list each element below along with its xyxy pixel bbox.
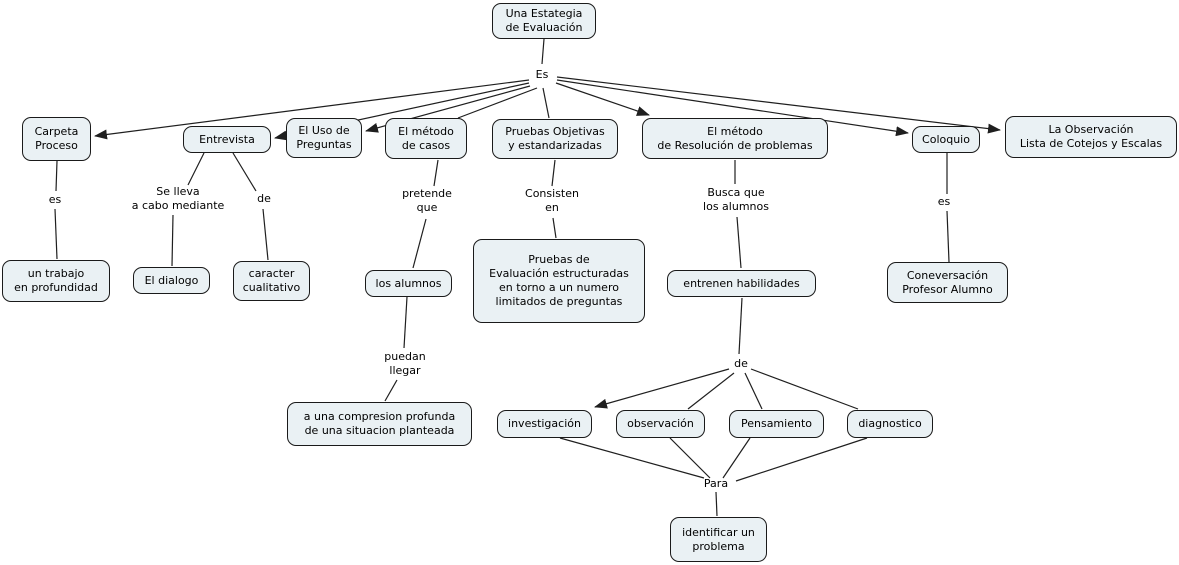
connector-pretende-alumnos [412, 218, 427, 269]
connector-de-investigacion [594, 368, 730, 409]
connector-mediante-dialogo [171, 214, 174, 267]
label-habilidades-de[interactable]: de [734, 357, 748, 370]
node-el-uso-de-preguntas[interactable]: El Uso de Preguntas [286, 118, 362, 158]
node-investigacion[interactable]: investigación [497, 410, 592, 438]
connector-root-es [541, 38, 545, 65]
connector-carpeta-es [55, 160, 58, 192]
connector-casos-pretende [433, 159, 439, 187]
connector-es-metodo-resolucion [555, 82, 650, 116]
node-el-metodo-de-casos[interactable]: El método de casos [385, 118, 467, 159]
node-observacion[interactable]: observación [616, 410, 705, 438]
connector-puedan-compresion [384, 379, 398, 402]
node-los-alumnos[interactable]: los alumnos [365, 270, 452, 297]
connector-es-la-observacion [556, 76, 1001, 134]
node-entrevista[interactable]: Entrevista [183, 126, 271, 153]
connector-es-pruebas-objetivas [542, 87, 550, 119]
connector-es-carpeta [94, 79, 530, 140]
connector-pensamiento-para [722, 437, 751, 479]
node-conversacion-profesor-alumno[interactable]: Coneversación Profesor Alumno [887, 262, 1008, 303]
node-una-estrategia-de-evaluacion[interactable]: Una Estategia de Evaluación [492, 3, 596, 39]
node-pruebas-de-evaluacion[interactable]: Pruebas de Evaluación estructuradas en t… [473, 239, 645, 323]
node-diagnostico[interactable]: diagnostico [847, 410, 933, 438]
label-es-root[interactable]: Es [535, 68, 549, 81]
label-coloquio-es[interactable]: es [937, 195, 951, 208]
connector-entrevista-mediante [187, 152, 205, 186]
connector-es-metodo-casos [457, 87, 538, 119]
node-pruebas-objetivas[interactable]: Pruebas Objetivas y estandarizadas [492, 119, 618, 159]
connector-es-conversacion [946, 210, 950, 263]
connector-entrevista-de [232, 152, 257, 192]
connector-diagnostico-para [735, 437, 868, 482]
node-carpeta-proceso[interactable]: Carpeta Proceso [22, 117, 91, 161]
connector-entrenen-de [738, 297, 743, 355]
node-metodo-resolucion-problemas[interactable]: El método de Resolución de problemas [642, 118, 828, 159]
node-coloquio[interactable]: Coloquio [912, 126, 980, 153]
connector-de-pensamiento [744, 372, 763, 410]
connector-consisten-pruebaseval [552, 217, 557, 239]
node-entrenen-habilidades[interactable]: entrenen habilidades [667, 270, 816, 297]
node-caracter-cualitativo[interactable]: caracter cualitativo [233, 261, 310, 301]
connector-de-observacion [687, 372, 735, 410]
connector-alumnos-puedan [403, 296, 408, 349]
node-la-observacion[interactable]: La Observación Lista de Cotejos y Escala… [1005, 116, 1177, 158]
connector-para-identificar [715, 491, 718, 517]
label-consisten-en[interactable]: Consisten en [525, 187, 579, 214]
connector-observacion-para [669, 437, 711, 479]
connector-investigacion-para [559, 437, 705, 479]
connector-pruebasobj-consisten [551, 159, 556, 187]
label-se-lleva-a-cabo-mediante[interactable]: Se lleva a cabo mediante [131, 185, 225, 212]
label-pretende-que[interactable]: pretende que [402, 187, 452, 214]
label-para[interactable]: Para [703, 477, 729, 490]
label-carpeta-es[interactable]: es [48, 193, 62, 206]
connector-busca-entrenen [736, 216, 742, 269]
node-el-dialogo[interactable]: El dialogo [133, 267, 210, 294]
node-compresion-profunda[interactable]: a una compresion profunda de una situaci… [287, 402, 472, 446]
connector-de-caracter [262, 208, 269, 261]
node-pensamiento[interactable]: Pensamiento [729, 410, 824, 438]
connector-es-un-trabajo [54, 208, 58, 260]
label-puedan-llegar[interactable]: puedan llegar [384, 350, 426, 377]
label-busca-que-los-alumnos[interactable]: Busca que los alumnos [703, 186, 769, 213]
node-identificar-un-problema[interactable]: identificar un problema [670, 517, 767, 562]
connector-de-diagnostico [750, 368, 859, 410]
connector-es-coloquio [556, 79, 909, 137]
label-entrevista-de[interactable]: de [257, 192, 271, 205]
node-un-trabajo-en-profundidad[interactable]: un trabajo en profundidad [2, 260, 110, 302]
